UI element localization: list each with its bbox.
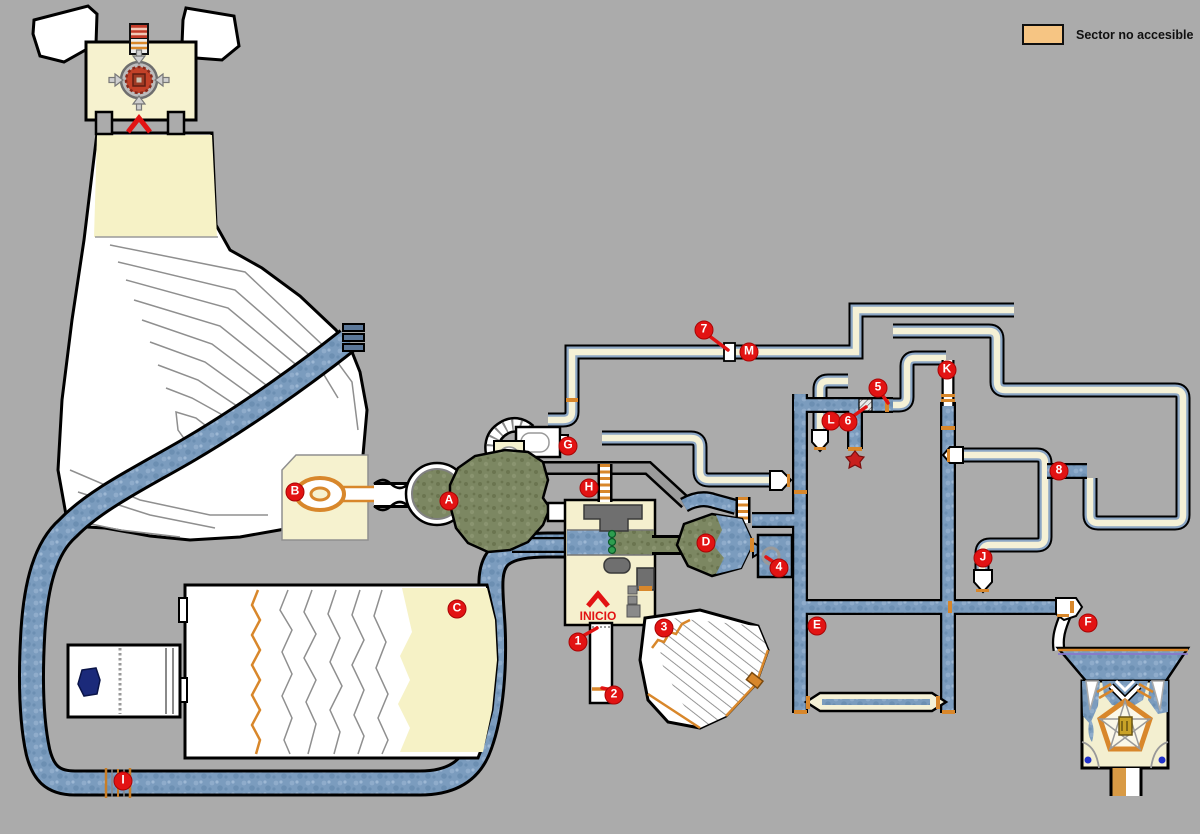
final-room <box>1055 646 1191 796</box>
castle <box>31 4 241 136</box>
start-room-water <box>567 530 612 555</box>
castle-west-wing <box>31 4 99 64</box>
marker-J: J <box>973 548 993 568</box>
marker-5: 5 <box>868 378 888 398</box>
area-A <box>448 440 570 554</box>
blue-item <box>77 667 101 697</box>
crate <box>626 604 641 618</box>
marker-1: 1 <box>568 632 588 652</box>
room-C-notch <box>178 597 188 623</box>
legend: Sector no accesible <box>1022 24 1193 45</box>
start-room-nukage <box>612 530 654 555</box>
curtain-east <box>1151 680 1165 711</box>
water-corridors <box>512 394 1087 713</box>
blue-dot <box>1084 756 1092 764</box>
marker-8: 8 <box>1049 461 1069 481</box>
door-notch-west <box>94 110 114 136</box>
blue-dot <box>1158 756 1166 764</box>
legend-label: Sector no accesible <box>1076 27 1194 42</box>
start-room: INICIO <box>563 498 657 627</box>
emblem-arrows <box>108 49 170 111</box>
marker-K: K <box>937 360 957 380</box>
marker-6: 6 <box>838 412 858 432</box>
castle-emblem <box>119 60 159 100</box>
legend-swatch <box>1022 24 1064 45</box>
stairs-3 <box>638 608 770 730</box>
red-skull-item <box>844 450 866 470</box>
marker-3: 3 <box>654 618 674 638</box>
marker-D: D <box>696 533 716 553</box>
gold-item <box>1118 716 1133 736</box>
maze-door-7 <box>723 342 736 362</box>
marker-I: I <box>113 771 133 791</box>
marker-7: 7 <box>694 320 714 340</box>
mountain-area <box>56 131 369 542</box>
maze-corridors <box>548 310 1183 572</box>
room-armor <box>66 643 182 719</box>
door-notch-east <box>166 110 186 136</box>
curtain-west <box>1085 680 1099 711</box>
marker-H: H <box>579 478 599 498</box>
item-dot <box>607 537 617 547</box>
platform <box>583 504 643 532</box>
start-label: INICIO <box>580 609 617 623</box>
crate <box>627 585 638 595</box>
marker-B: B <box>285 482 305 502</box>
marker-C: C <box>447 599 467 619</box>
marker-2: 2 <box>604 685 624 705</box>
mountain-top-sector <box>94 135 217 237</box>
item-dot <box>607 529 617 539</box>
marker-4: 4 <box>769 558 789 578</box>
pentagram <box>1097 697 1153 752</box>
marker-F: F <box>1078 613 1098 633</box>
marker-G: G <box>558 436 578 456</box>
room-C <box>178 583 499 760</box>
item-dot <box>607 545 617 555</box>
castle-totem <box>129 23 149 55</box>
castle-chevron-icon <box>126 113 152 134</box>
marker-E: E <box>807 616 827 636</box>
marker-M: M <box>739 342 759 362</box>
exit-corridor <box>1109 768 1143 796</box>
pedestal <box>603 557 631 574</box>
river-teeth <box>342 323 365 352</box>
keyhole-inner <box>309 486 331 502</box>
room-B <box>281 454 382 541</box>
start-chevron-icon <box>586 590 610 608</box>
crate <box>627 595 638 605</box>
marker-A: A <box>439 491 459 511</box>
